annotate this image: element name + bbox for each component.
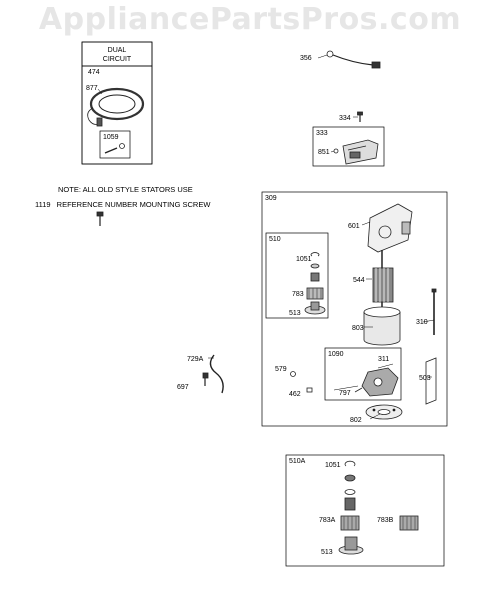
box-510	[265, 232, 329, 319]
note-ref-text: REFERENCE NUMBER MOUNTING SCREW	[56, 200, 211, 209]
note-line-2: 1119 REFERENCE NUMBER MOUNTING SCREW	[35, 200, 210, 209]
part-697-label: 697	[177, 384, 189, 391]
through-bolt-icon	[431, 288, 437, 335]
part-579-label: 579	[275, 366, 287, 373]
base-513-icon	[338, 536, 364, 555]
part-1051-label: 1051	[296, 256, 312, 263]
box-309	[261, 191, 448, 427]
end-cap-icon	[367, 203, 413, 253]
armature-icon	[372, 250, 394, 310]
small-screw-icon	[357, 111, 363, 122]
nut-icon	[306, 387, 313, 393]
gear-783b-icon	[399, 515, 419, 531]
part-356-label: 356	[300, 55, 312, 62]
part-797-label: 797	[339, 390, 351, 397]
note-ref-number: 1119	[35, 200, 51, 209]
part-334-label: 334	[339, 115, 351, 122]
box-1090-label: 1090	[328, 351, 344, 358]
washer-icon	[290, 371, 296, 377]
part-544-label: 544	[353, 277, 365, 284]
part-851-label: 851	[318, 149, 330, 156]
washer-small-icon	[344, 489, 356, 495]
screw-icon	[104, 143, 125, 154]
part-783-label: 783	[292, 291, 304, 298]
part-783b-label: 783B	[377, 517, 394, 524]
spring-icon	[344, 497, 356, 511]
dual-circuit-title-line1: DUAL	[108, 47, 127, 54]
mounting-screw-icon	[202, 372, 209, 386]
box-510a-label: 510A	[289, 458, 306, 465]
dual-circuit-title-line2: CIRCUIT	[103, 56, 132, 63]
part-462-label: 462	[289, 391, 301, 398]
cap-icon	[344, 474, 356, 482]
box-1090	[324, 347, 402, 401]
box-1059-label: 1059	[103, 134, 119, 141]
retainer-ring-icon	[344, 460, 356, 467]
box-474-label: 474	[88, 69, 100, 76]
watermark-logo: AppliancePartsPros.com	[38, 2, 462, 37]
gear-783a-icon	[340, 515, 360, 531]
drive-base-icon	[304, 301, 326, 315]
part-803-label: 803	[352, 325, 364, 332]
box-510-label: 510	[269, 236, 281, 243]
box-333-label: 333	[316, 130, 328, 137]
part-729a-label: 729A	[187, 356, 204, 363]
part-310-label: 310	[416, 319, 428, 326]
part-513-label: 513	[289, 310, 301, 317]
box-510a	[285, 454, 445, 567]
note-line-1: NOTE: ALL OLD STYLE STATORS USE	[58, 185, 193, 194]
plate-icon	[425, 357, 437, 405]
box-309-label: 309	[265, 195, 277, 202]
bracket-icon	[333, 139, 379, 165]
drive-clip-icon	[310, 252, 320, 257]
pinion-gear-icon	[306, 287, 324, 300]
part-510a-513-label: 513	[321, 549, 333, 556]
part-510a-1051-label: 1051	[325, 462, 341, 469]
part-311-label: 311	[378, 356, 389, 363]
part-601-label: 601	[348, 223, 360, 230]
brush-plate-icon	[354, 367, 399, 397]
part-802-label: 802	[350, 417, 362, 424]
stator-ring-icon	[87, 87, 145, 127]
drive-spring-icon	[310, 263, 320, 282]
housing-icon	[363, 306, 401, 346]
wire-harness-icon	[326, 50, 381, 69]
box-333	[312, 126, 385, 167]
part-783a-label: 783A	[319, 517, 336, 524]
part-503-label: 503	[419, 375, 431, 382]
box-474	[81, 65, 153, 165]
reference-screw-icon	[96, 211, 104, 226]
box-1059	[99, 130, 131, 159]
end-plate-icon	[365, 404, 403, 420]
part-877-label: 877	[86, 85, 98, 92]
clip-icon	[209, 354, 224, 394]
